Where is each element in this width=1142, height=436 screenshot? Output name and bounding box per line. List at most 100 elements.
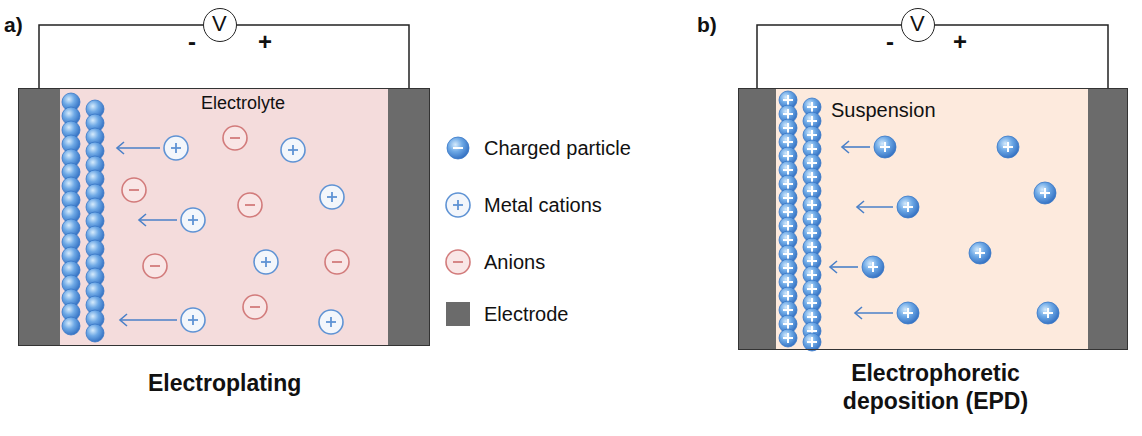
anion <box>243 295 267 319</box>
sign-stroke <box>787 235 789 245</box>
polarity-sign: - <box>886 28 894 57</box>
arrow-head <box>120 314 127 326</box>
sign-stroke <box>787 207 789 217</box>
arrow-head <box>139 214 146 226</box>
sign-stroke <box>192 215 194 225</box>
sign-stroke <box>811 144 813 154</box>
motion-arrow <box>857 206 893 208</box>
sign-stroke <box>250 306 260 308</box>
sign-stroke <box>1044 188 1046 198</box>
voltmeter: V <box>901 8 935 42</box>
sign-stroke <box>811 256 813 266</box>
sign-stroke <box>787 137 789 147</box>
charged-particle <box>897 196 919 218</box>
suspension-fill <box>776 88 1088 350</box>
motion-arrow <box>117 147 160 149</box>
legend-text: Metal cations <box>484 193 602 217</box>
sign-stroke <box>1007 142 1009 152</box>
electrode <box>18 88 60 346</box>
motion-arrow <box>830 266 858 268</box>
sign-stroke <box>787 95 789 105</box>
particles <box>62 91 1059 351</box>
metal-cation <box>319 310 343 334</box>
sign-stroke <box>811 102 813 112</box>
charged-particle <box>1037 302 1059 324</box>
polarity-sign: - <box>188 28 196 57</box>
panel-caption: Electroplating <box>148 370 301 398</box>
anion <box>223 126 247 150</box>
wire <box>935 25 1108 88</box>
metal-cation <box>281 138 305 162</box>
sign-stroke <box>811 116 813 126</box>
sign-stroke <box>787 249 789 259</box>
sign-stroke <box>811 284 813 294</box>
legend-text: Electrode <box>484 302 569 326</box>
sign-stroke <box>787 151 789 161</box>
wire <box>757 25 901 88</box>
electrolyte-fill <box>60 88 388 346</box>
sign-stroke <box>787 333 789 343</box>
sign-stroke <box>265 257 267 267</box>
cell-container: Electrolyte <box>18 88 430 346</box>
sign-stroke <box>907 202 909 212</box>
sign-stroke <box>811 200 813 210</box>
sign-stroke <box>787 319 789 329</box>
panel-caption: Electrophoretic deposition (EPD) <box>828 360 1043 415</box>
arrow-head <box>830 261 837 273</box>
metal-cation <box>164 136 188 160</box>
charged-particle <box>997 136 1019 158</box>
motion-arrow <box>139 219 177 221</box>
motion-arrow <box>120 319 177 321</box>
charged-particle <box>874 136 896 158</box>
arrow-head <box>117 142 124 154</box>
anion <box>446 250 470 274</box>
motion-arrow <box>842 146 870 148</box>
charged-particle <box>62 317 80 335</box>
sign-stroke <box>150 265 160 267</box>
sign-stroke <box>907 308 909 318</box>
metal-cation <box>181 208 205 232</box>
meter-symbol: V <box>212 11 227 37</box>
sign-stroke <box>884 142 886 152</box>
metal-cation <box>446 193 470 217</box>
anion <box>238 193 262 217</box>
sign-stroke <box>787 165 789 175</box>
panel-letter: b) <box>697 12 717 37</box>
metal-cation <box>320 185 344 209</box>
sign-stroke <box>129 189 139 191</box>
sign-stroke <box>787 179 789 189</box>
sign-stroke <box>811 130 813 140</box>
charged-particle <box>803 333 821 351</box>
legend-text: Anions <box>484 250 545 274</box>
sign-stroke <box>811 186 813 196</box>
sign-stroke <box>811 228 813 238</box>
voltmeter: V <box>203 8 237 42</box>
sign-stroke <box>787 291 789 301</box>
charged-particle <box>969 242 991 264</box>
sign-stroke <box>787 109 789 119</box>
sign-stroke <box>175 143 177 153</box>
sign-stroke <box>872 262 874 272</box>
sign-stroke <box>453 261 463 263</box>
wire <box>39 25 203 88</box>
wire <box>237 25 409 88</box>
medium-label: Electrolyte <box>201 93 285 115</box>
sign-stroke <box>787 221 789 231</box>
sign-stroke <box>453 147 463 149</box>
sign-stroke <box>811 337 813 347</box>
legend-swatch <box>446 302 470 326</box>
charged-particle <box>862 256 884 278</box>
sign-stroke <box>245 204 255 206</box>
sign-stroke <box>979 248 981 258</box>
sign-stroke <box>332 261 342 263</box>
arrow-head <box>842 141 849 153</box>
medium-label: Suspension <box>831 98 936 122</box>
sign-stroke <box>811 312 813 322</box>
anion <box>122 178 146 202</box>
polarity-sign: + <box>258 28 272 57</box>
sign-stroke <box>787 263 789 273</box>
sign-stroke <box>811 214 813 224</box>
legend-text: Charged particle <box>484 136 631 160</box>
sign-stroke <box>811 242 813 252</box>
sign-stroke <box>230 137 240 139</box>
